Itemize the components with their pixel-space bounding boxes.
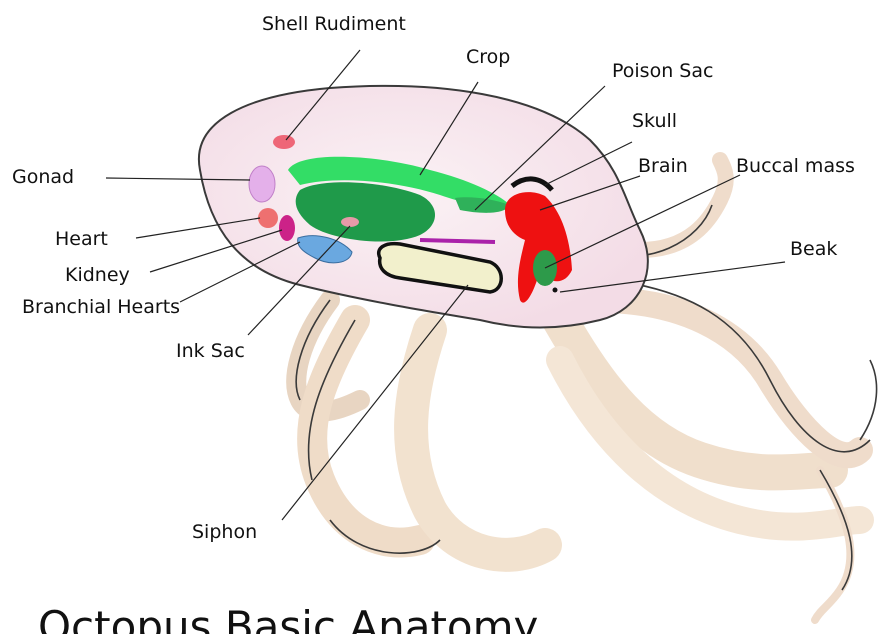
shell-rudiment-shape: [273, 135, 295, 149]
gonad-shape: [249, 166, 275, 202]
label-skull: Skull: [632, 112, 677, 131]
beak-shape: [553, 288, 558, 293]
kidney-shape: [279, 215, 295, 241]
tentacle-center: [411, 330, 545, 555]
heart-shape: [258, 208, 278, 228]
label-crop: Crop: [466, 48, 510, 67]
label-buccal-mass: Buccal mass: [736, 157, 855, 176]
label-shell-rudiment: Shell Rudiment: [262, 15, 406, 34]
ink-sac-shape: [341, 217, 359, 227]
label-ink-sac: Ink Sac: [176, 342, 245, 361]
label-branchial-hearts: Branchial Hearts: [22, 298, 180, 317]
label-brain: Brain: [638, 157, 688, 176]
label-siphon: Siphon: [192, 523, 257, 542]
label-kidney: Kidney: [65, 266, 130, 285]
label-gonad: Gonad: [12, 168, 74, 187]
intestine-line: [420, 240, 495, 242]
label-heart: Heart: [55, 230, 108, 249]
diagram-title: Octopus Basic Anatomy: [38, 606, 538, 634]
label-beak: Beak: [790, 240, 837, 259]
label-poison-sac: Poison Sac: [612, 62, 713, 81]
